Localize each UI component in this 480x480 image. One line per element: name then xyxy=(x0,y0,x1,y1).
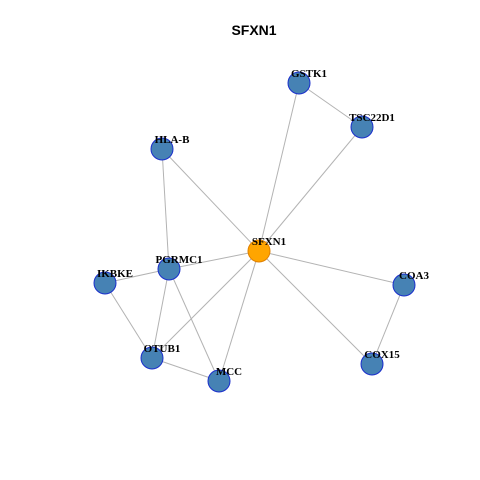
edge-sfxn1-cox15 xyxy=(258,250,373,365)
edge-ikbke-otub1 xyxy=(104,282,153,359)
node-label-ikbke: IKBKE xyxy=(97,268,133,280)
edge-hla-b-pgrmc1 xyxy=(161,148,170,270)
edge-sfxn1-gstk1 xyxy=(258,82,300,252)
edge-sfxn1-tsc22d1 xyxy=(258,126,363,252)
node-gstk1[interactable] xyxy=(287,71,311,95)
node-tsc22d1[interactable] xyxy=(350,115,374,139)
node-otub1[interactable] xyxy=(140,346,164,370)
edge-sfxn1-pgrmc1 xyxy=(168,250,260,270)
node-label-tsc22d1: TSC22D1 xyxy=(349,112,395,124)
node-sfxn1[interactable] xyxy=(247,239,271,263)
node-ikbke[interactable] xyxy=(93,271,117,295)
edge-sfxn1-coa3 xyxy=(258,250,405,286)
edge-gstk1-tsc22d1 xyxy=(298,82,363,128)
node-label-otub1: OTUB1 xyxy=(144,343,181,355)
node-label-cox15: COX15 xyxy=(364,349,400,361)
node-label-sfxn1: SFXN1 xyxy=(252,236,286,248)
edge-sfxn1-mcc xyxy=(218,250,260,382)
plot-title: SFXN1 xyxy=(231,22,276,38)
edge-sfxn1-otub1 xyxy=(151,250,260,359)
node-cox15[interactable] xyxy=(360,352,384,376)
node-label-gstk1: GSTK1 xyxy=(291,68,327,80)
edge-pgrmc1-mcc xyxy=(168,268,220,382)
node-label-hla-b: HLA-B xyxy=(155,134,191,146)
node-label-pgrmc1: PGRMC1 xyxy=(155,254,202,266)
node-coa3[interactable] xyxy=(392,273,416,297)
edge-otub1-mcc xyxy=(151,357,220,382)
node-hla-b[interactable] xyxy=(150,137,174,161)
node-label-coa3: COA3 xyxy=(399,270,429,282)
node-mcc[interactable] xyxy=(207,369,231,393)
node-label-mcc: MCC xyxy=(216,366,242,378)
edge-pgrmc1-otub1 xyxy=(151,268,170,359)
edge-coa3-cox15 xyxy=(371,284,405,365)
node-layer xyxy=(93,71,416,393)
node-pgrmc1[interactable] xyxy=(157,257,181,281)
edge-sfxn1-hla-b xyxy=(161,148,260,252)
